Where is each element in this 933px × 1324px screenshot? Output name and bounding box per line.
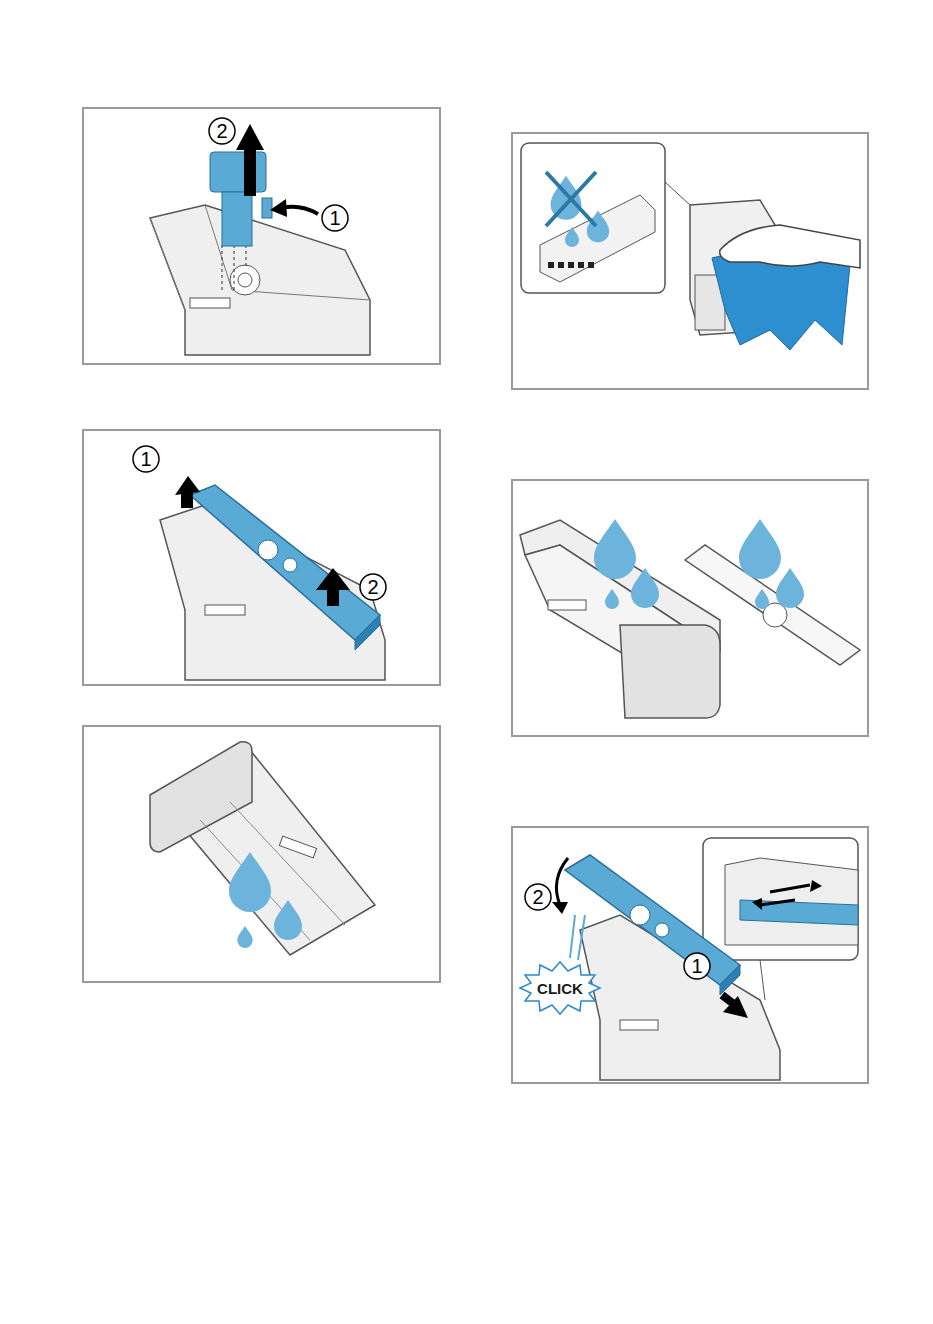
callout-circle: [133, 118, 710, 979]
panel-remove-insert: [160, 476, 385, 680]
panel-wipe-dry: [521, 143, 860, 350]
callout-number: 1: [329, 208, 340, 228]
callout-number: 2: [216, 121, 227, 141]
panel-rinse-drawer: [150, 742, 375, 955]
click-label: CLICK: [537, 981, 583, 996]
callout-number: 2: [532, 887, 543, 907]
panel-refit-insert: [520, 838, 858, 1080]
panel-remove-siphon: [150, 124, 370, 355]
callout-number: 1: [691, 956, 702, 976]
callout-number: 1: [140, 449, 151, 469]
panel-frame: [83, 108, 868, 1083]
click-burst: [520, 962, 600, 1014]
panel-rinse-parts: [520, 519, 860, 718]
callout-number: 2: [367, 577, 378, 597]
